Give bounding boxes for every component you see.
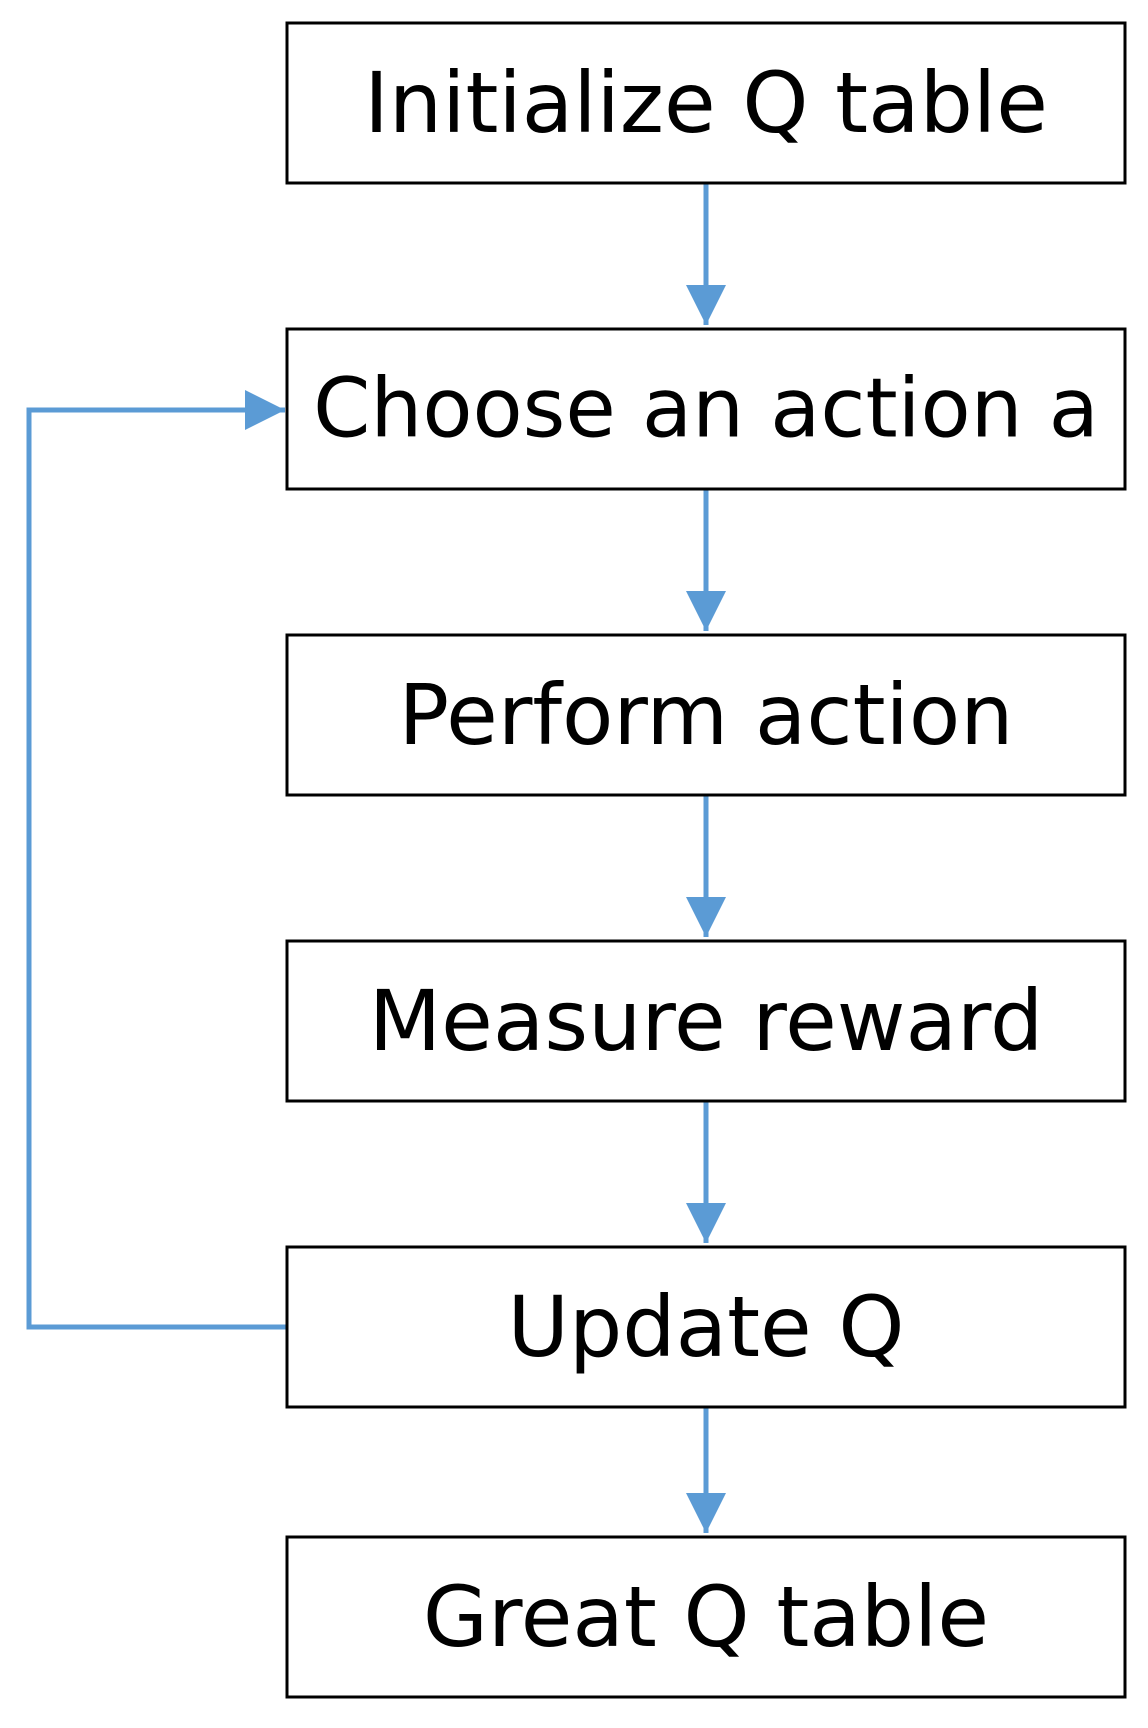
step-measure-reward: Measure reward: [285, 939, 1127, 1103]
step-label: Perform action: [399, 666, 1014, 764]
step-label: Update Q: [507, 1278, 904, 1376]
step-box: [285, 939, 1127, 1103]
step-box: [285, 327, 1127, 491]
step-perform-action: Perform action: [285, 633, 1127, 797]
step-label: Initialize Q table: [364, 54, 1048, 152]
step-label: Measure reward: [369, 972, 1044, 1070]
step-box: [285, 1245, 1127, 1409]
step-box: [285, 21, 1127, 185]
step-initialize-q-table: Initialize Q table: [285, 21, 1127, 185]
step-choose-an-action: Choose an action a: [285, 327, 1127, 491]
step-great-q-table: Great Q table: [285, 1535, 1127, 1699]
step-box: [285, 1535, 1127, 1699]
step-label: Great Q table: [423, 1568, 989, 1666]
arrows-layer: [26, 183, 726, 1533]
loop-arrow-update-to-choose: [26, 390, 287, 1330]
step-update-q: Update Q: [285, 1245, 1127, 1409]
step-box: [285, 633, 1127, 797]
steps-layer: Initialize Q table Choose an action a Pe…: [285, 21, 1127, 1699]
step-label: Choose an action a: [313, 362, 1099, 457]
